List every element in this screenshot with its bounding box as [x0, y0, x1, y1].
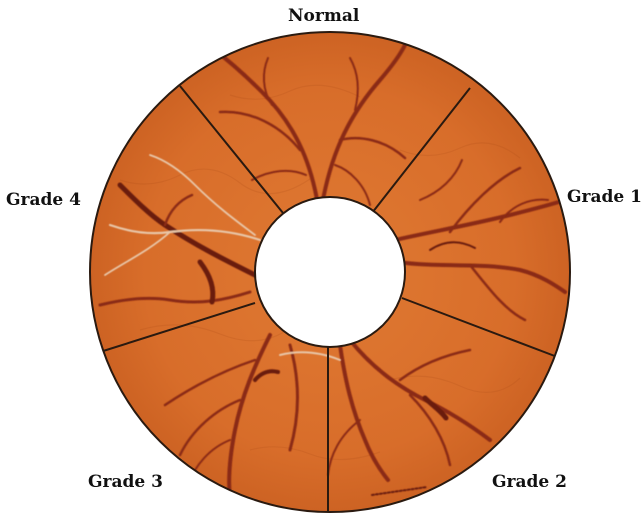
label-grade1: Grade 1	[567, 189, 641, 206]
optic-disc-hole	[255, 197, 405, 347]
label-grade4: Grade 4	[6, 192, 81, 209]
label-grade2: Grade 2	[492, 474, 567, 491]
label-grade3: Grade 3	[88, 474, 163, 491]
label-normal: Normal	[288, 8, 359, 25]
